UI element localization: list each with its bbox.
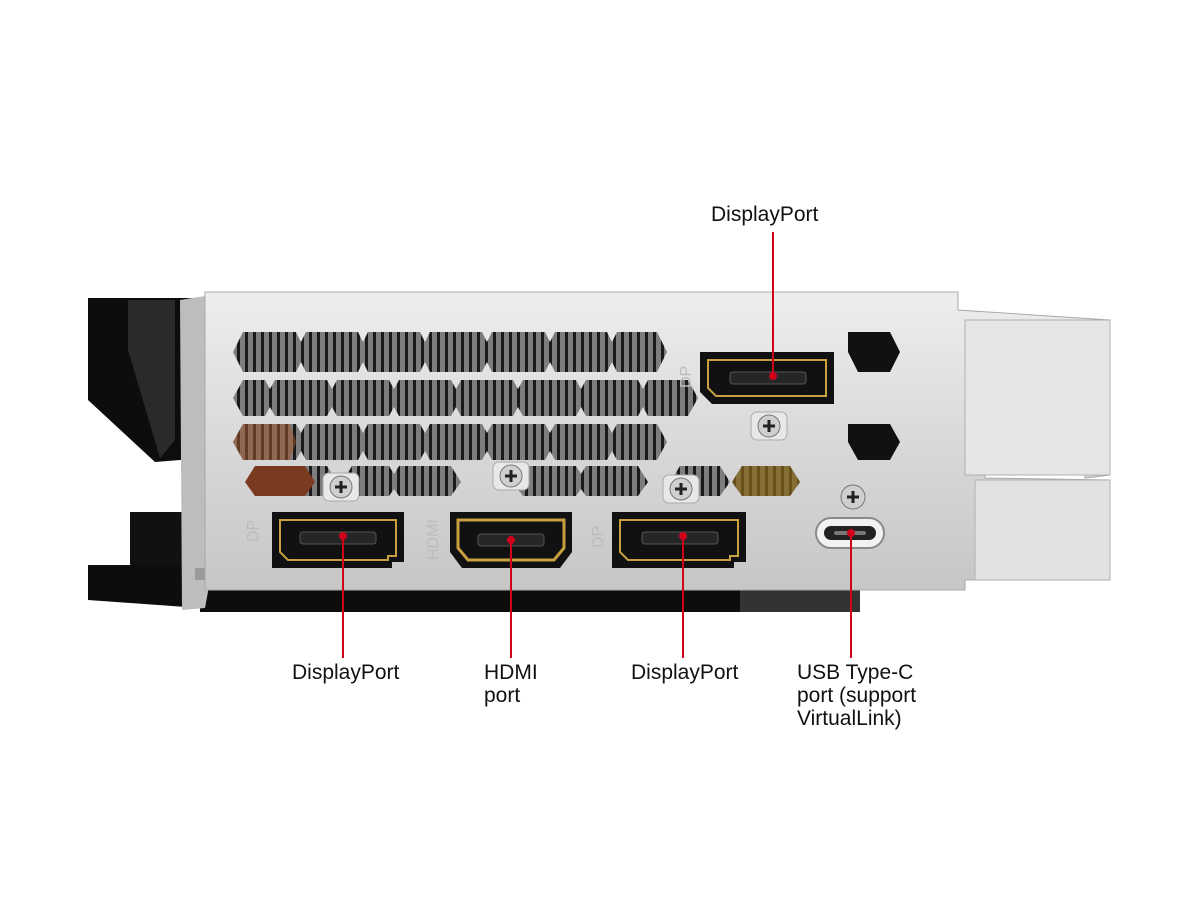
callout-label-hdmi-port: HDMI port	[484, 661, 538, 707]
dp-marking-mid: DP	[590, 526, 607, 548]
displayport-port-1	[272, 512, 404, 568]
displayport-port-3	[612, 512, 746, 568]
bracket-flange	[180, 296, 212, 610]
callout-label-usb-type-c: USB Type-C port (support VirtualLink)	[797, 661, 917, 730]
callout-label-displayport-1: DisplayPort	[292, 661, 400, 684]
dp-marking-top: DP	[678, 366, 695, 388]
callout-label-displayport-3: DisplayPort	[631, 661, 739, 684]
displayport-port-top	[700, 352, 834, 404]
hdmi-marking: HDMI	[425, 519, 442, 560]
bracket-screws	[322, 411, 866, 510]
callout-label-top-displayport: DisplayPort	[711, 203, 819, 226]
dp-marking-left: DP	[245, 520, 262, 542]
callout-lines	[339, 232, 855, 658]
